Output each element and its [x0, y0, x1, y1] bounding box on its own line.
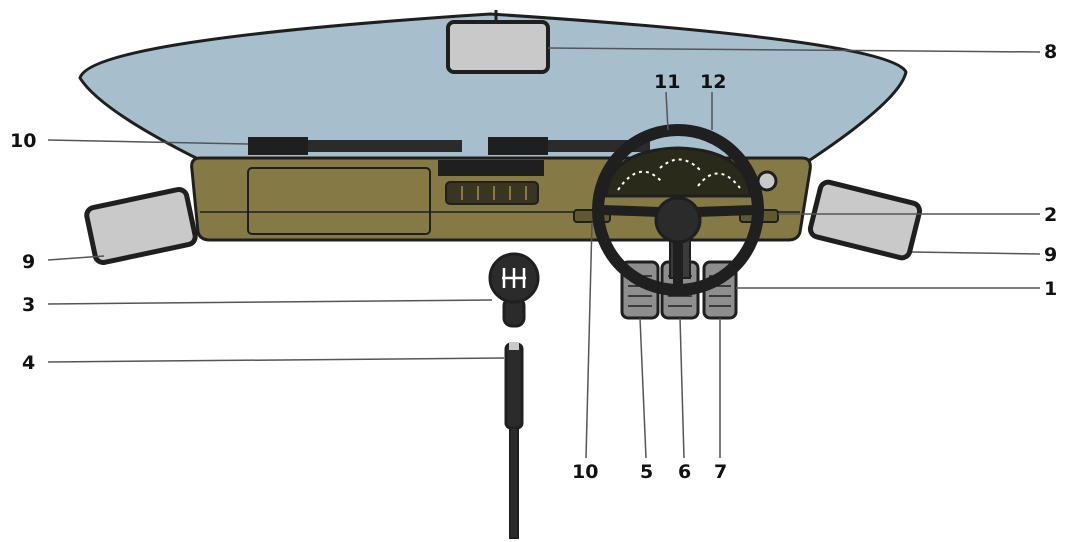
left-side-mirror: [84, 186, 198, 266]
instrument-cluster: [604, 146, 752, 198]
gear-knob: [488, 252, 540, 328]
callout-6: 6: [678, 461, 691, 483]
callout-5: 5: [640, 461, 653, 483]
right-side-mirror: [807, 179, 923, 261]
vent-slats: [461, 186, 527, 200]
steering-wheel: [592, 124, 764, 296]
callout-10-top: 10: [10, 130, 36, 152]
handbrake-lever: [504, 342, 524, 539]
glove-box: [247, 167, 431, 235]
callout-12: 12: [700, 71, 726, 93]
callout-1: 1: [1044, 278, 1057, 300]
callout-11: 11: [654, 71, 680, 93]
callout-2: 2: [1044, 204, 1057, 226]
callout-9-right: 9: [1044, 244, 1057, 266]
center-vent-top: [438, 160, 544, 176]
wiper-left: [248, 137, 462, 155]
callout-10-bottom: 10: [572, 461, 598, 483]
callout-3: 3: [22, 294, 35, 316]
callout-9-left: 9: [22, 251, 35, 273]
callout-7: 7: [714, 461, 727, 483]
windshield: [78, 12, 908, 162]
callout-4: 4: [22, 352, 35, 374]
rear-view-mirror: [446, 10, 550, 74]
center-vent: [445, 181, 539, 205]
callout-8: 8: [1044, 41, 1057, 63]
callout-labels: 8 11 12 10 2 9 9 1 3 4 10 5 6 7: [10, 41, 1057, 483]
wiper-right: [488, 137, 650, 155]
leader-lines: [47, 47, 1041, 459]
